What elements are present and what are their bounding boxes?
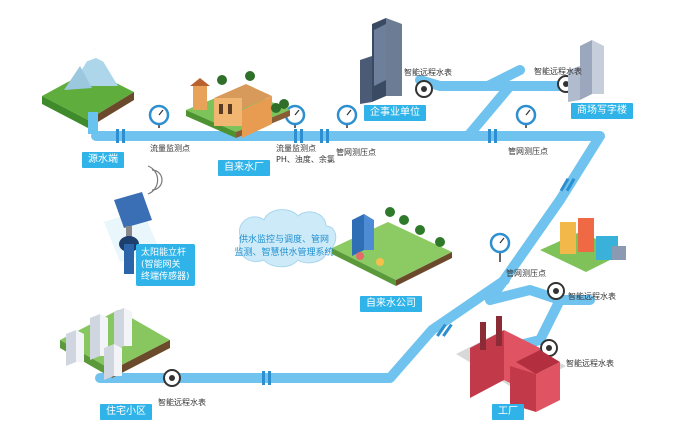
coupling: [122, 129, 125, 143]
solar-box-line-3: 终端传感器): [141, 272, 190, 282]
coupling: [436, 323, 447, 337]
pipe-couplings: [116, 129, 576, 385]
cloud-text-line-1: 供水监控与调度、管网: [238, 235, 329, 245]
coupling: [494, 129, 497, 143]
coupling: [559, 177, 570, 192]
annotation-flow-point-2: 流量监测点: [276, 144, 316, 153]
pipe-meter-branch-1: [485, 285, 595, 305]
annotation-flow-point-1: 流量监测点: [150, 144, 190, 153]
node-label-company: 自来水公司: [360, 296, 422, 312]
coupling: [116, 129, 119, 143]
water-plant-illustration: [186, 71, 290, 138]
gauge-icon: [489, 232, 511, 262]
node-label-plant: 自来水厂: [218, 160, 270, 176]
residential-illustration: [60, 308, 170, 380]
node-label-residential: 住宅小区: [100, 404, 152, 420]
signal-arcs: [147, 165, 163, 195]
node-label-source: 源水端: [82, 152, 124, 168]
annotation-pressure-2: 管网测压点: [508, 147, 548, 156]
gauge-icon: [515, 104, 537, 128]
node-label-enterprise: 企事业单位: [364, 105, 426, 121]
solar-box-line-1: 太阳能立杆: [141, 248, 187, 258]
factory-illustration: [456, 316, 566, 412]
gauge-icon: [284, 104, 306, 128]
coupling: [320, 129, 323, 143]
coupling: [488, 129, 491, 143]
water-meter-icon: [547, 282, 565, 300]
office-buildings-illustration: [540, 218, 626, 272]
solar-pole-info-box: 太阳能立杆 (智能网关 终端传感器): [136, 244, 195, 286]
management-system-text: 供水监控与调度、管网 监测、智慧供水管理系统: [232, 234, 336, 260]
annotation-meter-right-2: 智能远程水表: [566, 359, 614, 368]
pipe-upper-right: [483, 65, 525, 91]
annotation-flow-point-2-params: PH、浊度、余氯: [276, 155, 335, 164]
water-meter-icon: [163, 369, 181, 387]
pipe-upper-branch: [415, 75, 515, 141]
mall-building-illustration: [568, 40, 604, 102]
node-label-factory: 工厂: [492, 404, 524, 420]
cloud-text-line-2: 监测、智慧供水管理系统: [234, 248, 334, 258]
pipe-right-main: [463, 131, 605, 305]
annotation-meter-right-1: 智能远程水表: [568, 292, 616, 301]
coupling: [294, 129, 297, 143]
management-cloud: [238, 209, 337, 268]
coupling: [262, 371, 265, 385]
annotation-meter-mall: 智能远程水表: [534, 67, 582, 76]
coupling: [326, 129, 329, 143]
coupling: [565, 177, 576, 192]
annotation-meter-residential: 智能远程水表: [158, 398, 206, 407]
coupling: [300, 129, 303, 143]
annotation-pressure-1: 管网测压点: [336, 148, 376, 157]
water-meter-icon: [415, 80, 433, 98]
solar-box-line-2: (智能网关: [141, 260, 181, 270]
annotation-pressure-3: 管网测压点: [506, 269, 546, 278]
water-source-illustration: [42, 48, 134, 134]
gauge-icon: [336, 104, 358, 128]
coupling: [442, 323, 453, 337]
enterprise-building-illustration: [360, 18, 402, 104]
gauge-icon: [148, 104, 170, 128]
coupling: [268, 371, 271, 385]
water-company-illustration: [332, 207, 452, 286]
annotation-meter-enterprise: 智能远程水表: [404, 68, 452, 77]
pipe-lower-main: [145, 275, 510, 383]
node-label-mall: 商场写字楼: [571, 103, 633, 119]
gauges: [148, 104, 537, 262]
